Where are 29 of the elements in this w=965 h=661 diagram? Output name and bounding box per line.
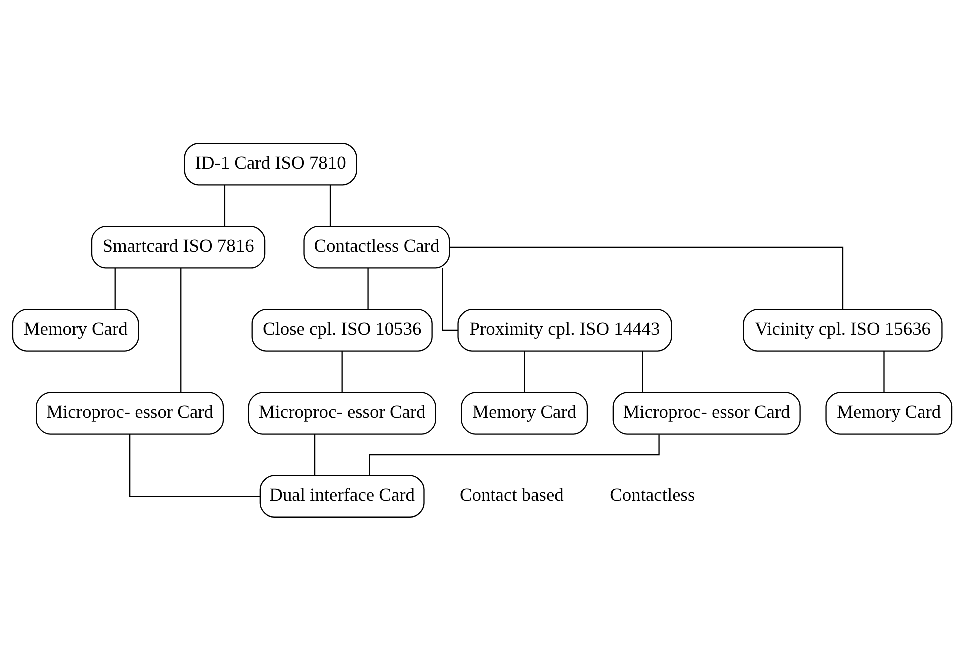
connector bbox=[314, 434, 316, 476]
node-box: ID-1 Card ISO 7810 bbox=[184, 143, 358, 186]
connector bbox=[642, 351, 644, 392]
node-box: Microproc- essor Card bbox=[612, 392, 801, 435]
node-box: Close cpl. ISO 10536 bbox=[252, 309, 433, 352]
node-box: Microproc- essor Card bbox=[248, 392, 436, 435]
connector bbox=[450, 246, 844, 310]
node-box: Memory Card bbox=[461, 392, 588, 435]
connector bbox=[524, 351, 526, 392]
node-box: Smartcard ISO 7816 bbox=[91, 226, 266, 269]
connector bbox=[224, 185, 226, 226]
node-box: Memory Card bbox=[12, 309, 140, 352]
node-box: Proximity cpl. ISO 14443 bbox=[458, 309, 672, 352]
connector bbox=[884, 351, 885, 392]
node-box: Vicinity cpl. ISO 15636 bbox=[743, 309, 943, 352]
connector bbox=[180, 268, 182, 393]
connector bbox=[130, 434, 260, 498]
connector bbox=[342, 351, 343, 392]
connector bbox=[330, 185, 332, 226]
node-box: Memory Card bbox=[826, 392, 953, 435]
connector bbox=[368, 268, 369, 310]
node-box: Microproc- essor Card bbox=[36, 392, 224, 435]
connector bbox=[369, 434, 660, 476]
connector bbox=[442, 268, 458, 332]
node-box: Contactless Card bbox=[304, 226, 450, 269]
connector bbox=[114, 268, 116, 310]
node-box: Dual interface Card bbox=[260, 475, 425, 518]
label: Contactless bbox=[610, 485, 696, 506]
label: Contact based bbox=[460, 485, 564, 506]
